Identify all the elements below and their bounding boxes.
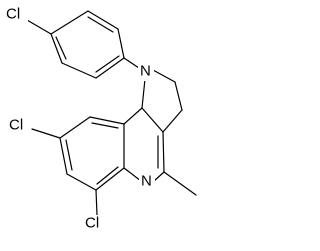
bond [89,116,125,125]
bond [91,122,119,129]
bond [95,55,120,73]
bond [95,189,98,216]
bond [26,19,52,35]
bond [61,62,97,79]
bond [95,167,125,191]
bond [153,171,165,182]
bond [152,69,176,83]
bond [96,166,119,185]
bond [55,36,67,60]
bond [123,57,140,69]
bond [50,33,63,64]
atom-label-layer: Cl N Cl N Cl [4,6,155,233]
bond [87,10,119,30]
bond [31,128,61,139]
molecule-structure: Cl N Cl N Cl [4,6,197,233]
bond [59,116,91,139]
bond [162,131,165,173]
bond-layer [26,10,197,216]
bond [141,78,146,109]
bond [123,167,142,182]
bond [65,139,73,171]
bond [87,16,114,33]
bond [50,10,89,35]
bond [162,109,183,133]
chlorine-label-top: Cl [6,6,20,23]
chlorine-label-bottom: Cl [85,215,99,232]
bond [66,173,97,191]
bond [117,28,125,59]
bond [141,107,164,133]
chlorine-label-left: Cl [9,117,23,134]
bond [163,171,197,196]
bond [95,57,125,79]
bond [174,81,183,111]
bond [59,137,68,175]
bond [123,107,143,125]
pyrrole-nitrogen-label: N [140,63,151,80]
quinoline-nitrogen-label: N [141,173,152,190]
